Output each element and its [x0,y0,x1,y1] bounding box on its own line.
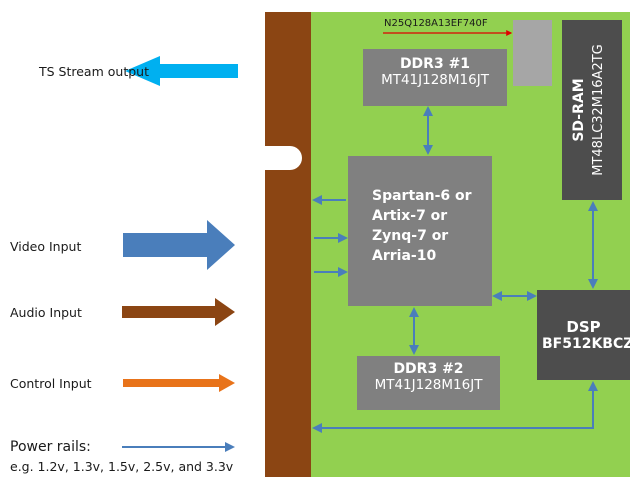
video-input-arrow [123,220,235,270]
ddr3-2-title: DDR3 #2 [393,361,464,377]
ddr3-2-part: MT41J128M16JT [374,377,483,393]
fpga-line-2: Artix-7 or [372,208,448,224]
fpga-line-3: Zynq-7 or [372,228,449,244]
flash-chip [513,20,552,86]
dsp-part: BF512KBCZ [542,336,630,352]
fpga-chip [348,156,492,306]
power-rails-title: Power rails: [10,439,91,455]
fpga-text: Spartan-6 or Artix-7 or Zynq-7 or Arria-… [348,186,492,266]
control-input-label: Control Input [10,376,92,391]
audio-input-arrow [122,298,235,326]
video-input-label: Video Input [10,239,82,254]
ddr3-2-text: DDR3 #2 MT41J128M16JT [357,361,500,393]
dsp-edge-bus [312,381,598,433]
fpga-line-1: Spartan-6 or [372,188,472,204]
fpga-line-4: Arria-10 [372,248,437,264]
dsp-title: DSP [566,318,601,336]
control-input-arrow [123,374,235,392]
sdram-chip [562,20,622,200]
board-edge-connector [265,12,311,477]
sdram-part: MT48LC32M16A2TG [591,44,606,176]
sdram-text: SD-RAM MT48LC32M16A2TG [562,20,622,200]
ddr3-1-text: DDR3 #1 MT41J128M16JT [363,56,507,88]
ts-stream-arrow [125,56,238,86]
ddr3-1-part: MT41J128M16JT [381,72,489,88]
dsp-chip [537,290,630,380]
audio-input-label: Audio Input [10,305,82,320]
board-notch [265,146,302,170]
power-rails-values: e.g. 1.2v, 1.3v, 1.5v, 2.5v, and 3.3v [10,459,234,474]
ts-stream-label: TS Stream output [39,64,149,79]
dsp-text: DSP BF512KBCZ [537,318,630,352]
ddr3-1-chip [363,49,507,106]
ddr3-1-title: DDR3 #1 [399,56,471,72]
sdram-title: SD-RAM [571,78,587,142]
flash-part-label: N25Q128A13EF740F [384,18,488,29]
